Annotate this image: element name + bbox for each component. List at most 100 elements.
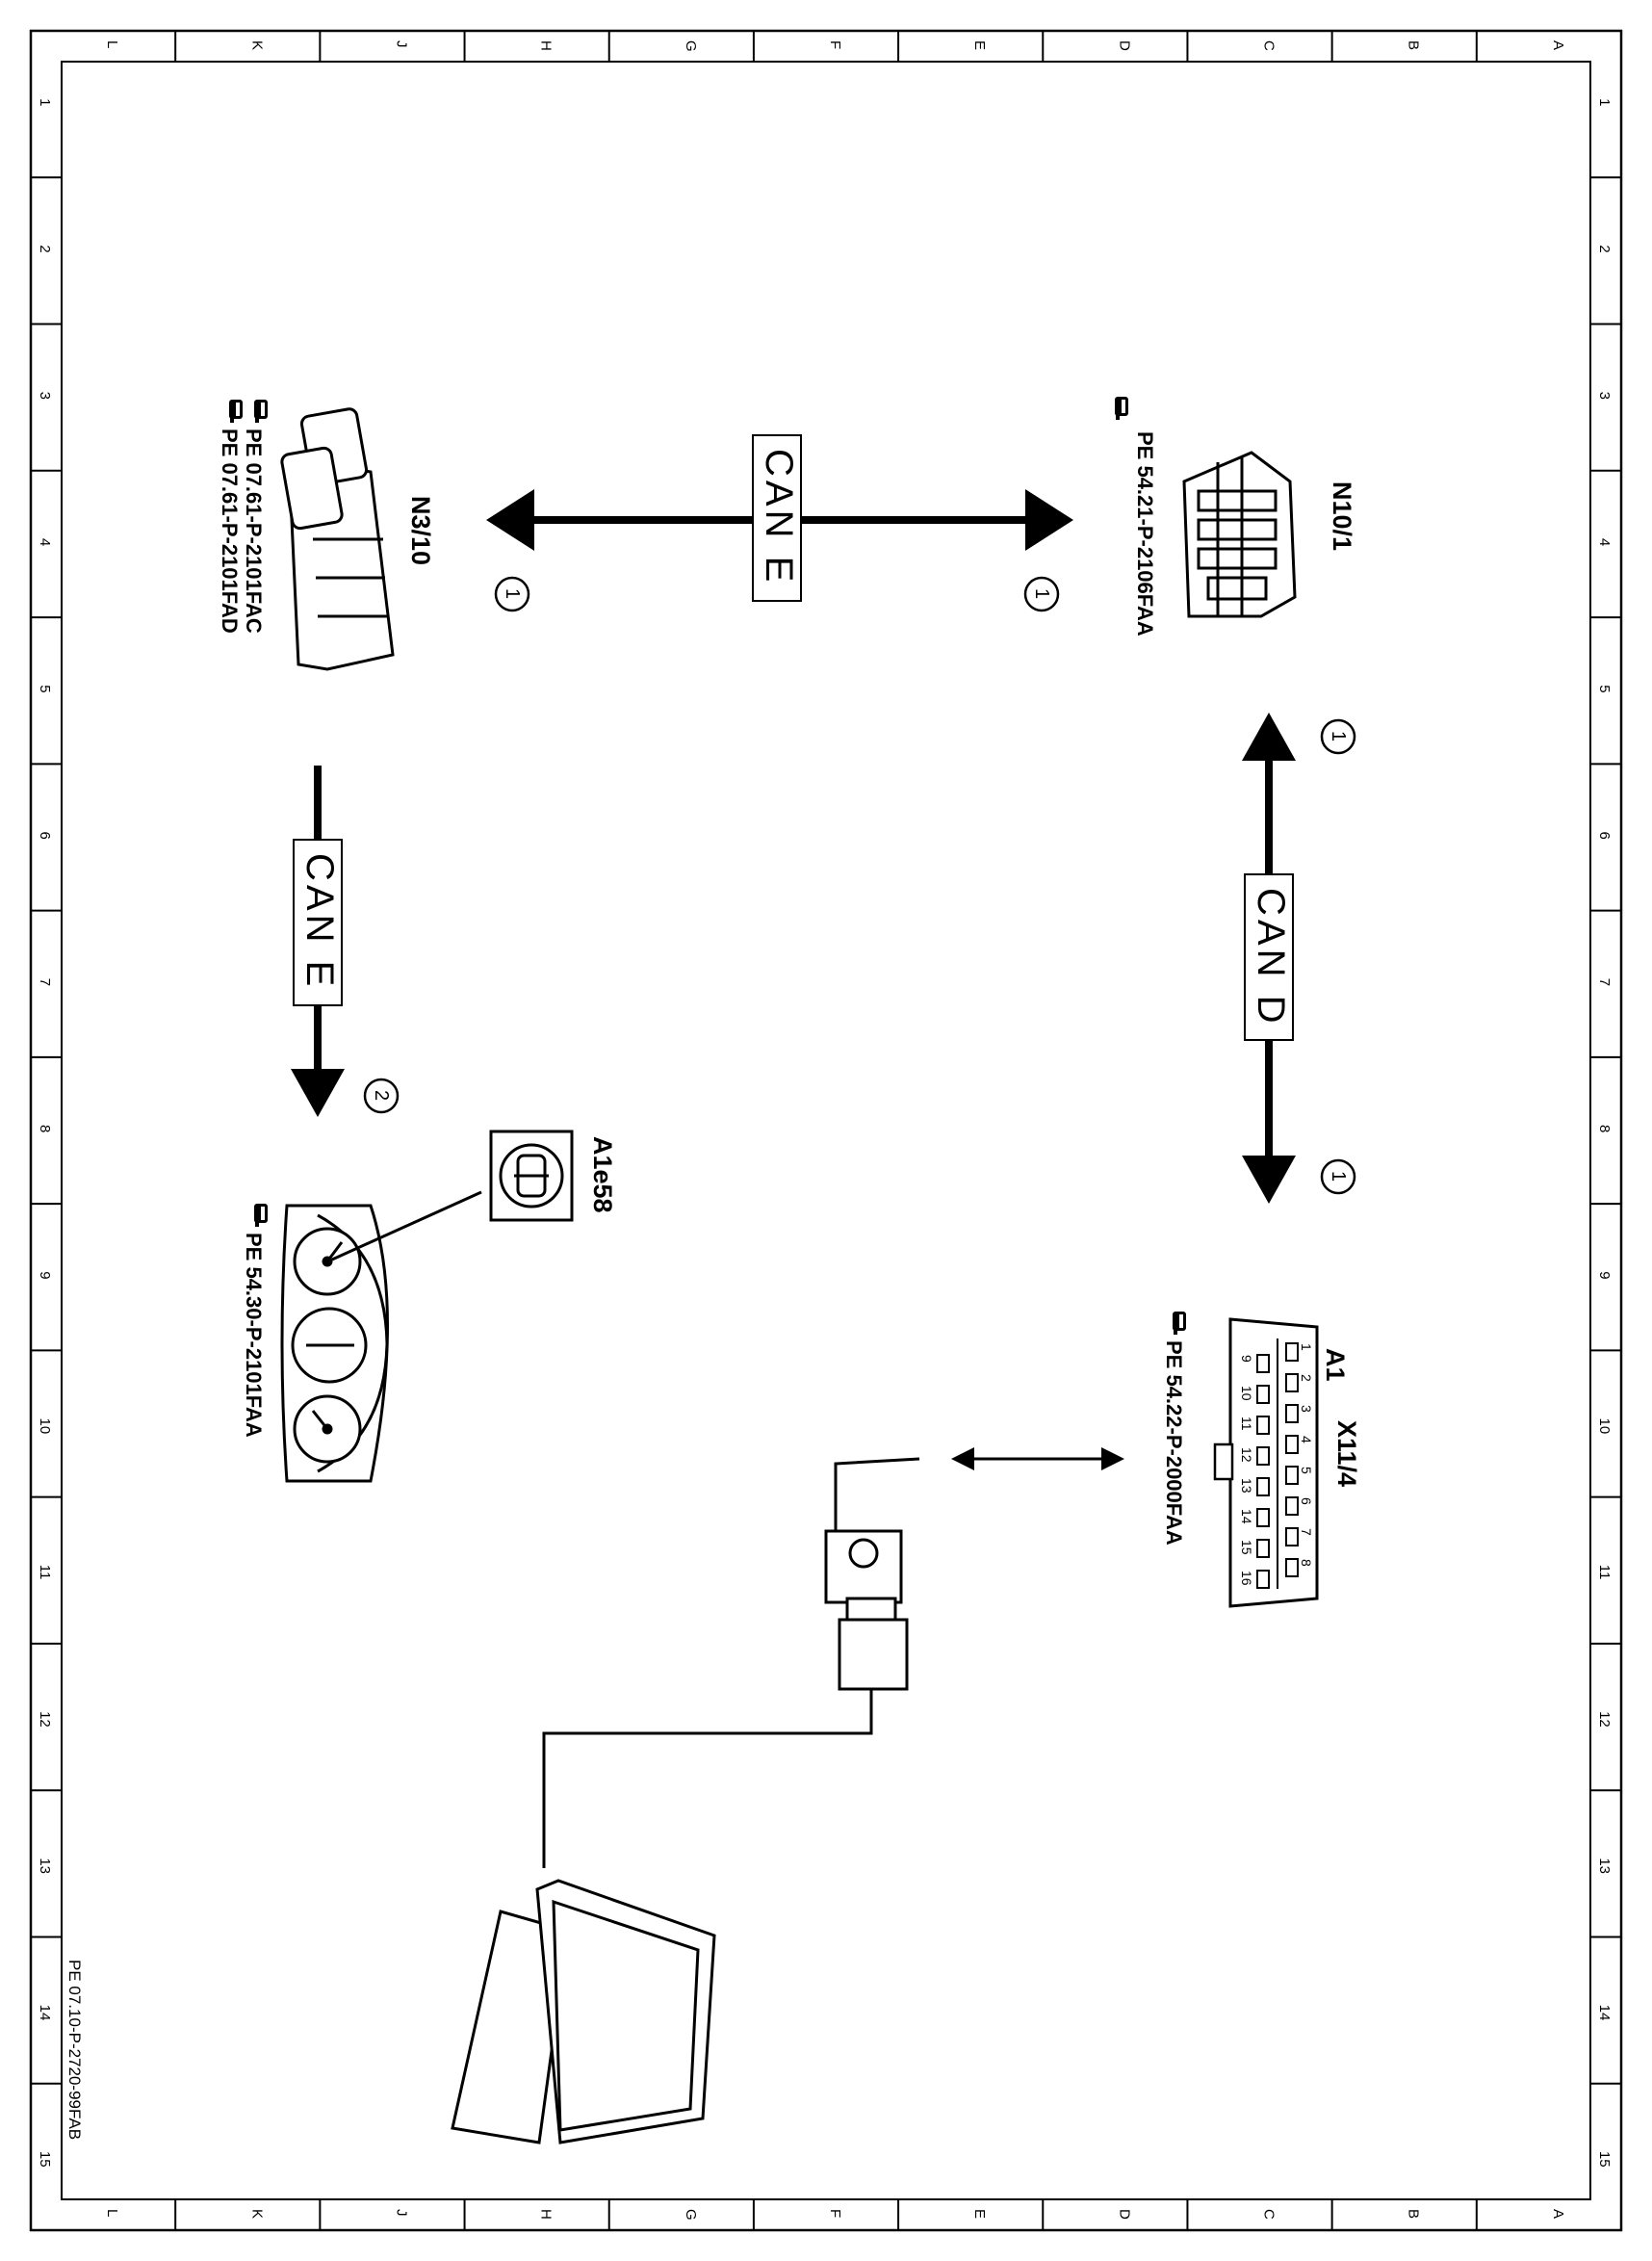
- pin-number: 12: [1239, 1447, 1254, 1463]
- can-e-top-bus: CAN E: [486, 434, 1073, 602]
- reference-icon: [254, 400, 268, 423]
- column-label: F: [827, 40, 843, 49]
- column-label: D: [1116, 40, 1132, 51]
- pin-number: 5: [1299, 1467, 1314, 1474]
- column-label: B: [1406, 2209, 1422, 2219]
- a1-label: A1: [1321, 1348, 1350, 1382]
- pin-socket: [1256, 1416, 1270, 1435]
- row-label: 4: [1596, 538, 1613, 546]
- pin-socket: [1285, 1435, 1299, 1454]
- pin-socket: [1256, 1539, 1270, 1558]
- row-label: 1: [1596, 98, 1613, 106]
- pin-socket: [1285, 1342, 1299, 1362]
- row-label: 2: [37, 245, 53, 252]
- pin-number: 16: [1239, 1571, 1254, 1586]
- row-label: 11: [1596, 1565, 1613, 1580]
- diagnostic-tester-plug: [824, 1529, 909, 1691]
- can-e-top-label: CAN E: [758, 449, 800, 585]
- pin-number: 2: [1299, 1374, 1314, 1382]
- row-label: 13: [1596, 1858, 1613, 1874]
- pin-socket: [1256, 1477, 1270, 1496]
- row-label: 13: [37, 1858, 53, 1874]
- can-e-left-bus: CAN E: [291, 766, 345, 1117]
- row-label: 9: [37, 1271, 53, 1279]
- marker-1: 1: [1320, 718, 1356, 755]
- row-label: 4: [37, 538, 53, 546]
- drawing-frame: [29, 29, 1623, 2232]
- pin-socket: [1285, 1558, 1299, 1577]
- frame-ticks: [31, 31, 1621, 2230]
- pin-number: 7: [1299, 1528, 1314, 1536]
- column-label: B: [1406, 40, 1422, 50]
- a1-ref: PE 54.30-P-2101FAA: [242, 1233, 266, 1438]
- row-label: 7: [1596, 978, 1613, 986]
- pin-number: 13: [1239, 1478, 1254, 1494]
- row-label: 7: [37, 978, 53, 986]
- row-label: 5: [1596, 685, 1613, 692]
- pin-number: 15: [1239, 1540, 1254, 1555]
- row-label: 9: [1596, 1271, 1613, 1279]
- svg-text:2: 2: [371, 1090, 392, 1101]
- column-label: C: [1261, 2209, 1278, 2220]
- n3-10-control-unit: N3/10 PE 07.61-P-2101FAC PE 07.61-P-2101…: [218, 400, 435, 671]
- a1-instrument-cluster: A1 PE 54.30-P-2101FAA: [242, 1204, 1350, 1483]
- n3-10-ref-1: PE 07.61-P-2101FAC: [242, 429, 266, 634]
- marker-1: 1: [1320, 1158, 1356, 1195]
- n10-1-connector: N10/1 PE 54.21-P-2106FAA: [1115, 397, 1356, 637]
- row-label: 12: [1596, 1711, 1613, 1728]
- column-label: K: [248, 2209, 265, 2219]
- svg-text:1: 1: [1031, 588, 1052, 599]
- n10-1-module-icon: [1182, 451, 1297, 618]
- reference-icon: [229, 400, 243, 423]
- column-label: L: [104, 40, 120, 48]
- row-label: 11: [37, 1565, 53, 1580]
- column-label: G: [683, 40, 699, 52]
- reference-icon: [1115, 397, 1128, 420]
- row-label: 15: [37, 2151, 53, 2168]
- diagnostic-link-arrow: [951, 1447, 1124, 1470]
- column-label: E: [971, 2209, 988, 2219]
- column-label: F: [827, 2209, 843, 2218]
- pin-number: 3: [1299, 1405, 1314, 1413]
- can-d-bus: CAN D: [1242, 713, 1296, 1204]
- svg-text:1: 1: [1328, 1171, 1349, 1182]
- pin-socket: [1285, 1466, 1299, 1485]
- row-label: 10: [1596, 1418, 1613, 1435]
- a1e58-label: A1e58: [588, 1136, 617, 1213]
- marker-1: 1: [1023, 576, 1060, 612]
- marker-1: 1: [494, 576, 530, 612]
- column-label: H: [538, 2209, 555, 2220]
- pin-socket: [1256, 1354, 1270, 1373]
- row-label: 8: [37, 1125, 53, 1132]
- row-label: 1: [37, 98, 53, 106]
- reference-icon: [254, 1204, 268, 1227]
- pin-socket: [1285, 1496, 1299, 1516]
- row-label: 5: [37, 685, 53, 692]
- pin-number: 1: [1299, 1343, 1314, 1351]
- row-label: 6: [1596, 831, 1613, 839]
- pin-number: 6: [1299, 1497, 1314, 1505]
- x11-4-ref: PE 54.22-P-2000FAA: [1162, 1340, 1186, 1546]
- reference-icon: [1173, 1312, 1186, 1335]
- row-label: 12: [37, 1711, 53, 1728]
- pin-number: 8: [1299, 1559, 1314, 1567]
- pin-socket: [1256, 1446, 1270, 1466]
- row-label: 8: [1596, 1125, 1613, 1132]
- row-label: 6: [37, 831, 53, 839]
- column-label: G: [683, 2209, 699, 2221]
- row-label: 3: [1596, 392, 1613, 400]
- row-label: 3: [37, 392, 53, 400]
- pin-socket: [1285, 1527, 1299, 1546]
- pin-number: 11: [1239, 1416, 1254, 1431]
- n10-1-label: N10/1: [1328, 481, 1356, 551]
- pin-socket: [1285, 1373, 1299, 1392]
- x11-4-label: X11/4: [1332, 1420, 1361, 1487]
- diagnostic-cable: [542, 1457, 920, 1868]
- pin-socket: [1256, 1570, 1270, 1589]
- n3-10-label: N3/10: [406, 496, 435, 565]
- a1e58-indicator: A1e58: [331, 1130, 617, 1261]
- column-label: L: [104, 2209, 120, 2217]
